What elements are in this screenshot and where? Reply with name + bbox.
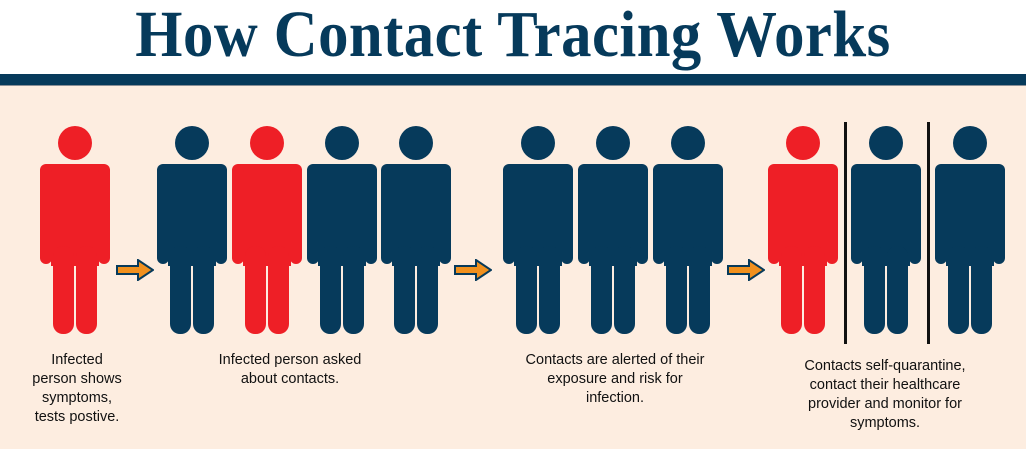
quarantine-divider (844, 122, 847, 344)
step-3-caption: Contacts are alerted of their exposure a… (500, 351, 730, 408)
right-arrow-icon (727, 259, 765, 281)
caption-line: contact their healthcare (809, 377, 961, 393)
person-figure-icon (653, 126, 723, 334)
caption-line: about contacts. (240, 371, 340, 387)
person-figure-icon (851, 126, 921, 334)
person-figure-icon (307, 126, 377, 334)
caption-line: provider and monitor for (808, 396, 962, 412)
step-1-caption: Infected person shows symptoms, tests po… (18, 351, 136, 427)
person-figure-icon (157, 126, 227, 334)
person-figure-icon (381, 126, 451, 334)
header-rule (0, 74, 1026, 86)
caption-line: Infected (51, 352, 103, 368)
caption-line: exposure and risk for (547, 371, 683, 387)
person-figure-icon (40, 126, 110, 334)
caption-line: tests postive. (34, 409, 120, 425)
step-4-caption: Contacts self-quarantine, contact their … (780, 357, 990, 433)
person-figure-icon (768, 126, 838, 334)
caption-line: Contacts are alerted of their (525, 352, 705, 368)
caption-line: Contacts self-quarantine, (804, 358, 966, 374)
caption-line: symptoms. (849, 415, 921, 431)
right-arrow-icon (116, 259, 154, 281)
caption-line: Infected person asked (218, 352, 362, 368)
quarantine-divider (927, 122, 930, 344)
caption-line: person shows (32, 371, 122, 387)
caption-line: symptoms, (41, 390, 113, 406)
right-arrow-icon (454, 259, 492, 281)
person-figure-icon (578, 126, 648, 334)
person-figure-icon (503, 126, 573, 334)
caption-line: infection. (585, 390, 645, 406)
header: How Contact Tracing Works (0, 0, 1026, 74)
step-2-caption: Infected person asked about contacts. (200, 351, 380, 389)
page-title: How Contact Tracing Works (135, 0, 891, 71)
person-figure-icon (232, 126, 302, 334)
person-figure-icon (935, 126, 1005, 334)
